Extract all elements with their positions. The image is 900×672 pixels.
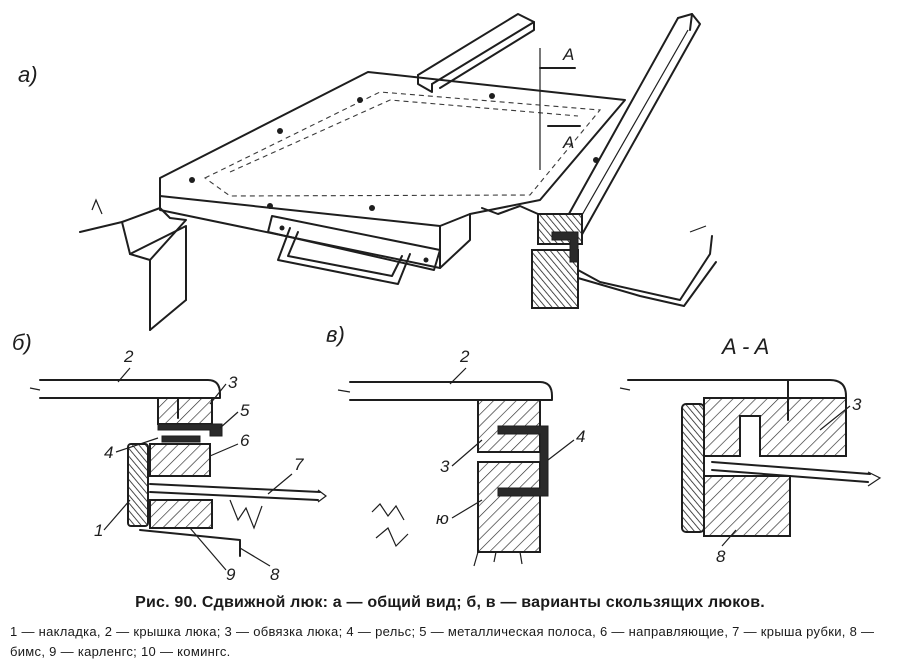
view-section-aa: A - A 3 8 xyxy=(619,334,882,566)
hatch-diagram: a) xyxy=(12,13,882,584)
right-rail-cut xyxy=(481,205,717,309)
view-v-section: в) 2 4 3 ю xyxy=(326,322,585,567)
callout-v-2: 2 xyxy=(459,347,470,366)
callout-b-5: 5 xyxy=(240,401,250,420)
callout-aa-8: 8 xyxy=(716,547,726,566)
section-mark-top: A xyxy=(562,45,574,64)
callout-b-7: 7 xyxy=(294,455,304,474)
view-label-a: a) xyxy=(18,62,38,87)
callout-b-8: 8 xyxy=(270,565,280,584)
view-label-b: б) xyxy=(12,330,32,355)
section-marker: A A xyxy=(539,45,581,170)
right-rail xyxy=(559,13,701,239)
left-coaming-bracket xyxy=(79,198,187,331)
left-rail xyxy=(417,13,535,93)
callout-b-9: 9 xyxy=(226,565,236,584)
callout-v-10: ю xyxy=(436,509,449,528)
callout-b-4: 4 xyxy=(104,443,113,462)
hatch-cover xyxy=(159,71,626,285)
callout-b-3: 3 xyxy=(228,373,238,392)
section-mark-bottom: A xyxy=(562,133,574,152)
view-label-v: в) xyxy=(326,322,345,347)
view-b-section: б) 2 3 5 4 6 7 1 9 xyxy=(12,330,327,584)
callout-v-3: 3 xyxy=(440,457,450,476)
callout-v-4: 4 xyxy=(576,427,585,446)
callout-b-2: 2 xyxy=(123,347,134,366)
figure-caption: Рис. 90. Сдвижной люк: а — общий вид; б,… xyxy=(135,594,765,611)
callout-b-6: 6 xyxy=(240,431,250,450)
view-label-section: A - A xyxy=(720,334,769,359)
view-a-general: a) xyxy=(18,13,717,331)
callout-aa-3: 3 xyxy=(852,395,862,414)
handle xyxy=(267,215,441,285)
callout-b-1: 1 xyxy=(94,521,103,540)
figure-legend: 1 — накладка, 2 — крышка люка; 3 — обвяз… xyxy=(10,624,875,659)
